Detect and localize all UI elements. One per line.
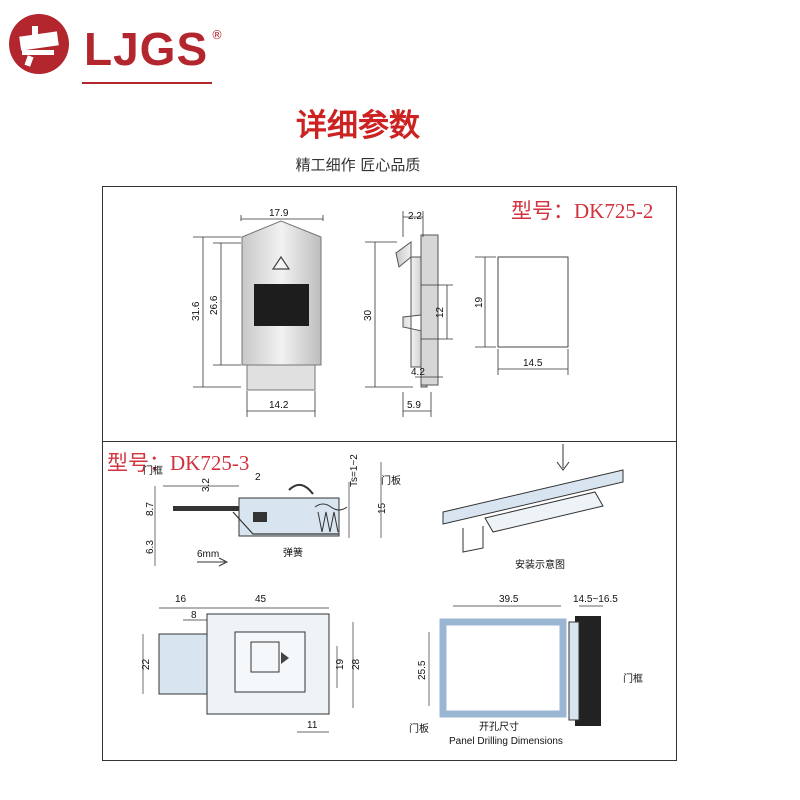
drilling-diagram bbox=[439, 616, 601, 726]
latch-front-view-b bbox=[158, 613, 330, 715]
latch-side-view bbox=[395, 234, 439, 388]
model-a-drawings: 17.9 31.6 26.6 14.2 2.2 30 12 4.2 5.9 19… bbox=[191, 208, 569, 417]
drilling-door-frame: 门框 bbox=[623, 672, 643, 685]
brand-name: LJGS bbox=[84, 23, 209, 75]
drilling-range: 14.5~16.5 bbox=[573, 594, 618, 605]
dim-height-outer: 31.6 bbox=[191, 301, 202, 321]
drilling-height: 25.5 bbox=[417, 660, 428, 680]
section-door-frame: 门框 bbox=[143, 464, 163, 477]
install-illustration bbox=[442, 444, 624, 553]
page-subtitle: 精工细作 匠心品质 bbox=[295, 156, 421, 174]
dim-width-bottom: 14.2 bbox=[269, 400, 289, 411]
drilling-width: 39.5 bbox=[499, 594, 519, 605]
front-d-22: 22 bbox=[141, 658, 152, 670]
registered-mark: ® bbox=[211, 28, 223, 42]
section-d-2: 2 bbox=[255, 472, 261, 483]
brand-logo: LJGS ® bbox=[6, 12, 223, 84]
front-d-11: 11 bbox=[307, 720, 318, 731]
brand-mark-icon bbox=[9, 14, 69, 74]
section-spring: 弹簧 bbox=[283, 546, 303, 559]
section-d-3-2: 3.2 bbox=[201, 478, 212, 492]
install-caption: 安装示意图 bbox=[515, 558, 565, 571]
travel-arrow-icon bbox=[197, 557, 229, 567]
dim-cutout-width: 14.5 bbox=[523, 358, 543, 369]
drilling-door-panel: 门板 bbox=[409, 722, 429, 735]
dim-side-slot: 12 bbox=[435, 306, 446, 318]
front-d-8: 8 bbox=[191, 610, 197, 621]
dim-side-bottom: 5.9 bbox=[407, 400, 421, 411]
dim-cutout-height: 19 bbox=[474, 296, 485, 308]
front-d-19: 19 bbox=[335, 658, 346, 670]
latch-front-view bbox=[241, 220, 322, 391]
cutout-outline bbox=[497, 256, 569, 348]
drilling-caption-cn: 开孔尺寸 bbox=[479, 720, 519, 733]
front-d-45: 45 bbox=[255, 594, 267, 605]
model-b-label: 型号：DK725-3 bbox=[107, 451, 250, 475]
panel-divider bbox=[103, 441, 676, 442]
spec-panel: 型号：DK725-2 型号：DK725-3 17.9 31.6 26.6 bbox=[102, 186, 677, 761]
drilling-caption-en: Panel Drilling Dimensions bbox=[449, 736, 563, 747]
section-d-8-7: 8.7 bbox=[145, 502, 156, 516]
dim-side-small: 4.2 bbox=[411, 367, 425, 378]
model-b-drawings: Ts=1~2 门框 门板 弹簧 3.2 2 8.7 6.3 15 6mm 安装示… bbox=[141, 444, 643, 747]
page-title: 详细参数 bbox=[296, 108, 420, 144]
front-d-16: 16 bbox=[175, 594, 187, 605]
model-a-label: 型号：DK725-2 bbox=[511, 199, 654, 223]
dim-side-top: 2.2 bbox=[408, 211, 422, 222]
brand-underline bbox=[82, 82, 212, 84]
section-d-15: 15 bbox=[377, 502, 388, 514]
dim-height-inner: 26.6 bbox=[209, 295, 220, 315]
front-d-28: 28 bbox=[351, 658, 362, 670]
section-door-panel: 门板 bbox=[381, 474, 401, 487]
dim-width-top: 17.9 bbox=[269, 208, 289, 219]
latch-section-view bbox=[173, 483, 348, 537]
dim-side-height: 30 bbox=[363, 309, 374, 321]
section-d-6-3: 6.3 bbox=[145, 540, 156, 554]
section-travel: 6mm bbox=[197, 549, 219, 560]
section-ts: Ts=1~2 bbox=[349, 454, 360, 487]
